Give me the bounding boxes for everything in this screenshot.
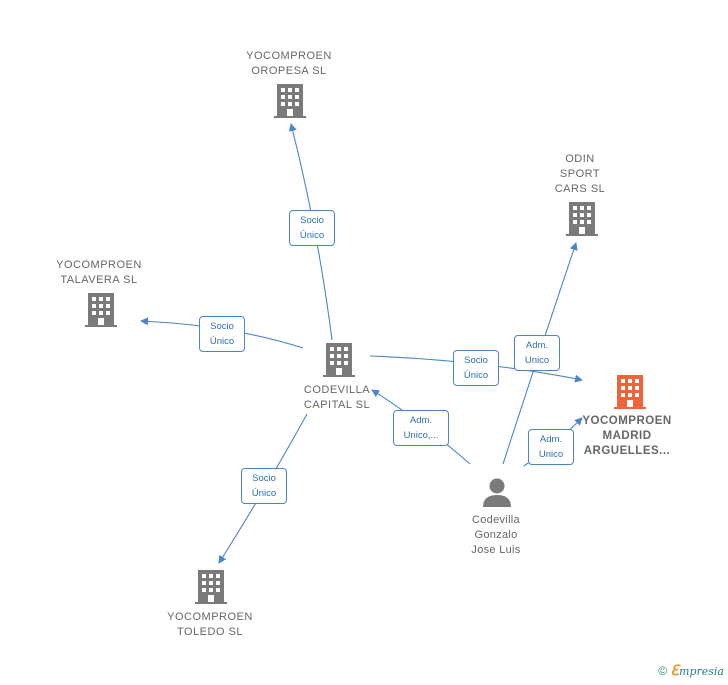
person-icon (483, 478, 511, 507)
edge-label-person-madrid[interactable]: Adm. Unico (528, 429, 574, 465)
edge-label-to-talavera[interactable]: Socio Único (199, 316, 245, 352)
edge-label-to-toledo[interactable]: Socio Único (241, 468, 287, 504)
building-icon-toledo (195, 570, 227, 604)
building-icon-oropesa (274, 84, 306, 118)
building-icon-talavera (85, 293, 117, 327)
copyright-icon: © (658, 664, 668, 678)
copyright-footer: © ℇmpresia (658, 663, 724, 679)
building-icon-odin (566, 202, 598, 236)
node-label-oropesa[interactable]: YOCOMPROEN OROPESA SL (246, 50, 332, 77)
edge-label-to-madrid[interactable]: Socio Único (453, 350, 499, 386)
edge-label-to-oropesa[interactable]: Socio Único (289, 210, 335, 246)
building-icon-madrid (614, 375, 646, 409)
building-icon-codevilla (323, 343, 355, 377)
node-label-person[interactable]: Codevilla Gonzalo Jose Luis (471, 514, 521, 556)
node-label-talavera[interactable]: YOCOMPROEN TALAVERA SL (56, 259, 142, 286)
node-label-odin[interactable]: ODIN SPORT CARS SL (554, 153, 606, 195)
brand-logo: ℇmpresia (670, 663, 724, 679)
node-label-madrid[interactable]: YOCOMPROEN MADRID ARGUELLES... (582, 415, 672, 457)
node-label-toledo[interactable]: YOCOMPROEN TOLEDO SL (167, 611, 253, 638)
node-label-codevilla[interactable]: CODEVILLA CAPITAL SL (303, 384, 371, 411)
edge-label-person-odin[interactable]: Adm. Unico (514, 335, 560, 371)
edge-label-person-codevilla[interactable]: Adm. Unico,... (393, 410, 449, 446)
